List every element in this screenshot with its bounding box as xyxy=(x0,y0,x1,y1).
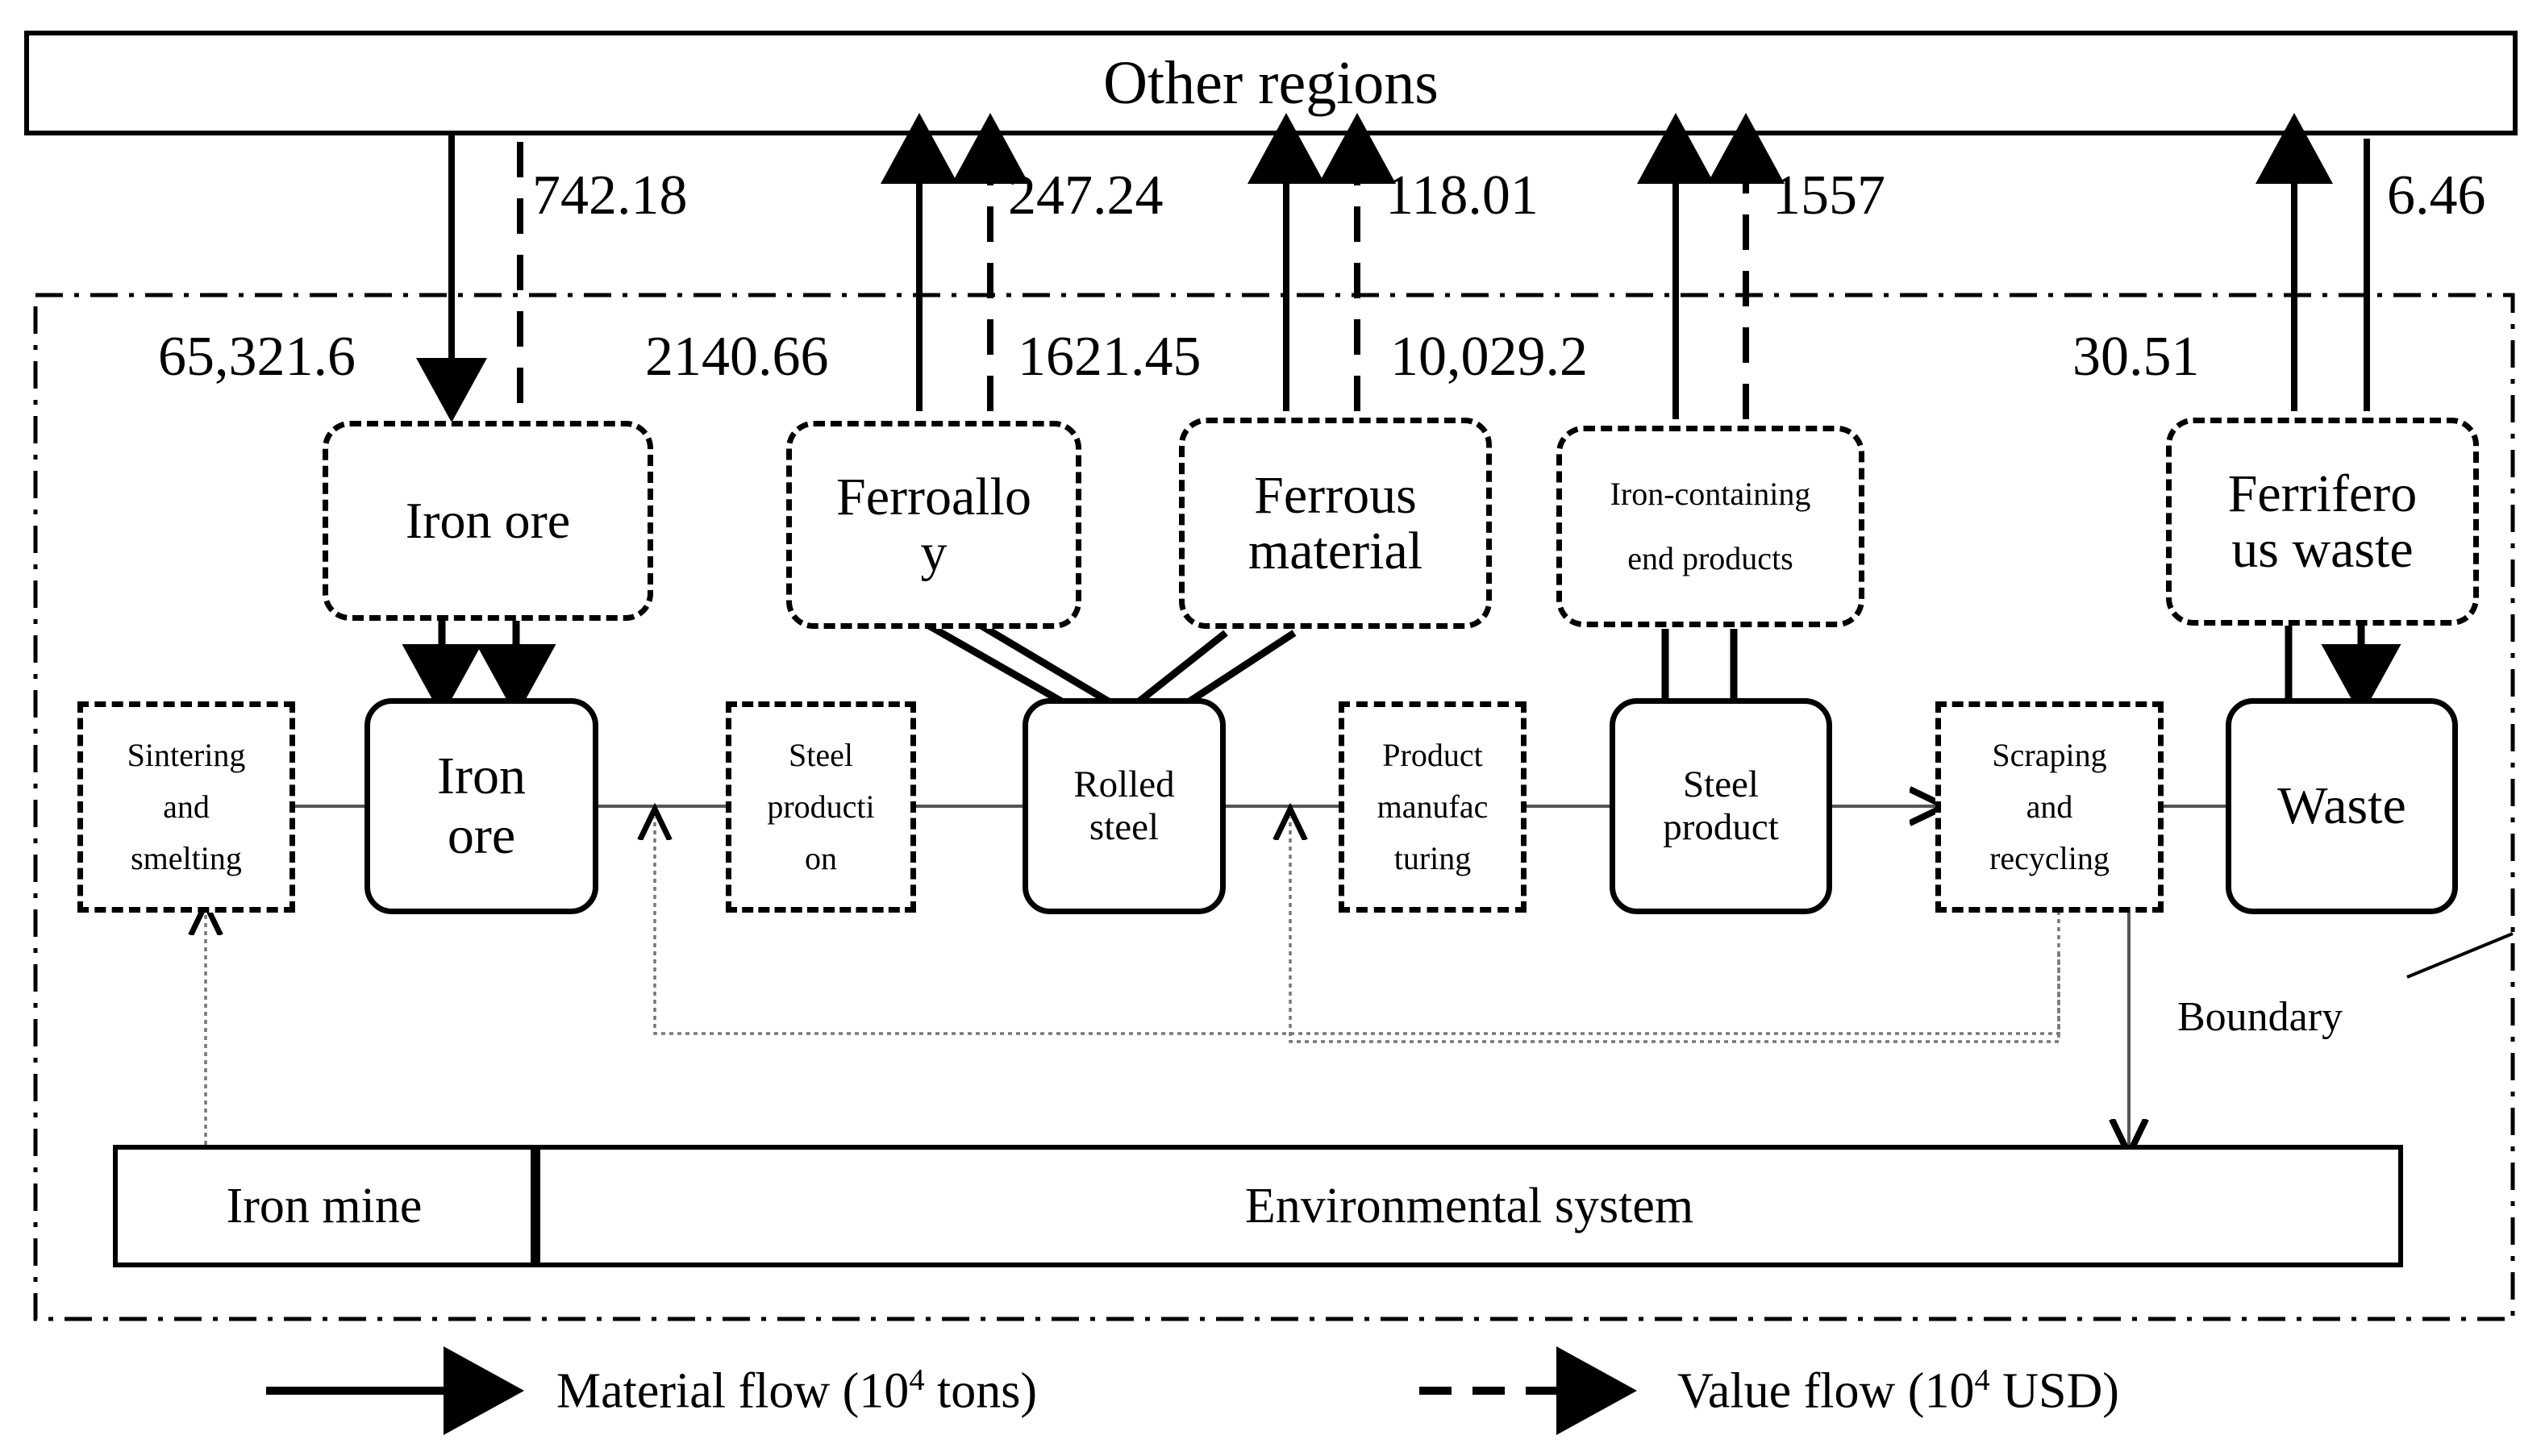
node-steel-product-line1: Steel xyxy=(1683,763,1759,806)
process-product-mfg-line3: turing xyxy=(1393,840,1472,876)
legend-value-flow-exponent: 4 xyxy=(1974,1363,1990,1397)
legend-value-flow-tail: USD) xyxy=(1989,1363,2119,1419)
node-rolled-steel[interactable]: Rolled steel xyxy=(1023,698,1226,914)
flow-label-1621-45: 1621.45 xyxy=(1018,326,1202,388)
flow-label-247-24: 247.24 xyxy=(1008,164,1164,227)
process-steel-production-line2: producti xyxy=(767,788,875,825)
process-product-mfg-line2: manufac xyxy=(1377,788,1489,825)
flow-label-30-51: 30.51 xyxy=(2072,326,2200,388)
node-rolled-steel-line1: Rolled xyxy=(1073,763,1175,806)
stock-box-ferriferous-waste[interactable]: Ferrifero us waste xyxy=(2166,418,2479,626)
stock-box-ferriferous-waste-line1: Ferrifero xyxy=(2227,464,2418,523)
process-steel-production-line1: Steel xyxy=(789,737,853,773)
flow-label-1557: 1557 xyxy=(1772,164,1885,227)
process-box-scraping-and-recycling[interactable]: Scraping and recycling xyxy=(1935,701,2164,913)
node-steel-product-line2: product xyxy=(1663,806,1779,848)
node-waste[interactable]: Waste xyxy=(2226,698,2458,914)
stock-box-iron-ore[interactable]: Iron ore xyxy=(323,421,653,621)
node-iron-ore-line1: Iron xyxy=(437,747,526,806)
node-iron-ore[interactable]: Iron ore xyxy=(364,698,598,914)
process-product-mfg-line1: Product xyxy=(1382,737,1483,773)
stock-box-end-products-line1: Iron-containing xyxy=(1610,476,1811,512)
connector-ferrous-to-rolled-a xyxy=(1135,630,1228,706)
flow-label-2140-66: 2140.66 xyxy=(645,326,829,388)
connector-ferrous-to-rolled-b xyxy=(1185,630,1297,706)
flow-label-118-01: 118.01 xyxy=(1385,164,1539,227)
node-steel-product[interactable]: Steel product xyxy=(1610,698,1832,914)
stock-box-iron-ore-label: Iron ore xyxy=(405,492,571,550)
boundary-label: Boundary xyxy=(2177,994,2343,1040)
process-sintering-line1: Sintering xyxy=(127,737,246,773)
stock-box-ferrous-material-line1: Ferrous xyxy=(1254,465,1417,525)
legend-value-flow-text: Value flow (10 xyxy=(1677,1363,1975,1419)
flow-label-742-18: 742.18 xyxy=(532,164,688,227)
process-box-sintering-and-smelting[interactable]: Sintering and smelting xyxy=(77,701,295,913)
process-scraping-line1: Scraping xyxy=(1992,737,2107,773)
stock-box-ferroalloy[interactable]: Ferroallo y xyxy=(786,421,1081,629)
process-steel-production-line3: on xyxy=(805,840,837,876)
node-rolled-steel-line2: steel xyxy=(1089,806,1160,848)
connector-ferroalloy-to-rolled-b xyxy=(977,622,1114,706)
other-regions-box: Other regions xyxy=(24,31,2518,135)
stock-box-ferroalloy-line1: Ferroallo xyxy=(836,467,1031,526)
legend-material-flow-tail: tons) xyxy=(924,1363,1038,1419)
process-scraping-line3: recycling xyxy=(1989,840,2110,876)
process-box-steel-production[interactable]: Steel producti on xyxy=(726,701,916,913)
bottom-box-environmental-system[interactable]: Environmental system xyxy=(535,1145,2403,1267)
node-iron-ore-line2: ore xyxy=(447,806,516,865)
process-sintering-line3: smelting xyxy=(131,840,242,876)
flow-label-65321-6: 65,321.6 xyxy=(158,326,356,388)
process-sintering-line2: and xyxy=(163,788,210,825)
stock-box-ferroalloy-line2: y xyxy=(920,523,948,582)
bottom-box-iron-mine[interactable]: Iron mine xyxy=(113,1145,535,1267)
flow-label-10029-2: 10,029.2 xyxy=(1390,326,1588,388)
legend-material-flow-exponent: 4 xyxy=(909,1363,925,1397)
boundary-leader-line xyxy=(2406,932,2514,979)
flow-label-6-46: 6.46 xyxy=(2387,164,2486,227)
process-box-product-manufacturing[interactable]: Product manufac turing xyxy=(1339,701,1527,913)
legend-material-flow-text: Material flow (10 xyxy=(556,1363,910,1419)
stock-box-ferriferous-waste-line2: us waste xyxy=(2231,520,2414,579)
legend-material-flow: Material flow (104 tons) xyxy=(556,1362,1037,1421)
stock-box-ferrous-material-line2: material xyxy=(1248,522,1423,580)
legend-value-flow: Value flow (104 USD) xyxy=(1677,1362,2119,1421)
stock-box-ferrous-material[interactable]: Ferrous material xyxy=(1179,418,1492,629)
node-waste-label: Waste xyxy=(2277,776,2406,836)
other-regions-label: Other regions xyxy=(1103,49,1439,117)
bottom-box-iron-mine-label: Iron mine xyxy=(226,1178,423,1233)
process-scraping-line2: and xyxy=(2026,788,2073,825)
connector-ferroalloy-to-rolled-a xyxy=(925,622,1067,706)
stock-box-iron-containing-end-products[interactable]: Iron-containing end products xyxy=(1556,426,1864,627)
bottom-box-environmental-system-label: Environmental system xyxy=(1244,1178,1694,1233)
stock-box-end-products-line2: end products xyxy=(1627,540,1793,576)
